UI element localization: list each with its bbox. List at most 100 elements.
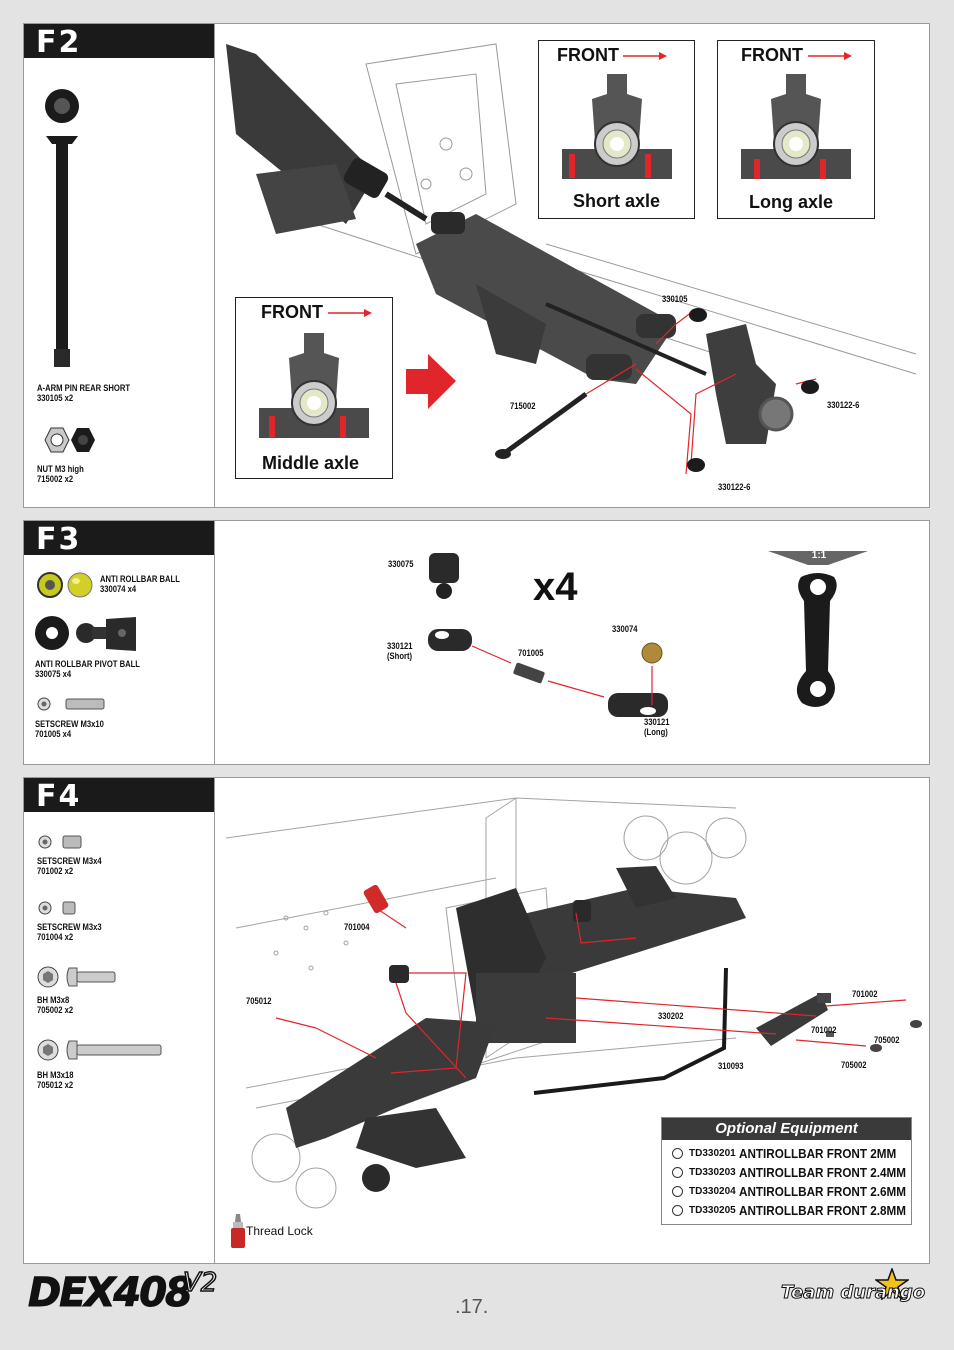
f2-part-1-name: A-ARM PIN REAR SHORT xyxy=(37,383,131,393)
f4-part-3-name: BH M3x8 xyxy=(37,995,70,1005)
f2-parts-sidebar: F2 A-ARM PIN REAR SHORT 330105 x2 NUT M3… xyxy=(24,24,215,507)
f4-part-4-qty: 705012 x2 xyxy=(37,1080,74,1090)
f3-step-title: F3 xyxy=(36,522,82,557)
optional-equipment-title: Optional Equipment xyxy=(662,1118,911,1140)
f3-step-header: F3 xyxy=(24,521,214,557)
thread-lock-label: Thread Lock xyxy=(246,1224,313,1238)
f4-callout-705002-a: 705002 xyxy=(874,1035,900,1045)
bh-m3x8-icon xyxy=(37,966,116,988)
f4-callout-705012: 705012 xyxy=(246,996,272,1006)
f3-part-2-name: ANTI ROLLBAR PIVOT BALL xyxy=(35,659,140,669)
f4-parts-sidebar: F4 SETSCREW M3x4 701002 x2 SETSCREW M3x3… xyxy=(24,778,215,1263)
logo-model-text: DEX408 xyxy=(28,1270,194,1317)
inset-short-front-label: FRONT xyxy=(557,45,619,65)
optional-item-name: ANTIROLLBAR FRONT 2.8MM xyxy=(739,1203,907,1219)
anti-rollbar-pivot-ball-icon xyxy=(35,616,136,651)
f4-callout-705002-b: 705002 xyxy=(841,1060,867,1070)
f2-part-2-name: NUT M3 high xyxy=(37,464,84,474)
f4-part-2-name: SETSCREW M3x3 xyxy=(37,922,102,932)
checkbox-circle-icon[interactable] xyxy=(672,1148,683,1160)
f4-callout-310093: 310093 xyxy=(718,1061,744,1071)
checkbox-circle-icon[interactable] xyxy=(672,1167,683,1179)
f3-callout-330074: 330074 xyxy=(612,624,638,634)
checkbox-circle-icon[interactable] xyxy=(672,1205,683,1217)
inset-middle-front-label: FRONT xyxy=(261,302,323,322)
inset-middle-axle: FRONT Middle axle xyxy=(235,297,393,479)
hub-carrier-illustration xyxy=(259,333,369,438)
step-f3-panel: F3 ANTI ROLLBAR BALL 330074 x4 ANTI ROLL… xyxy=(23,520,930,765)
f3-callout-330121-short: 330121 xyxy=(387,641,413,651)
inset-long-axle: FRONT Long axle xyxy=(717,40,875,219)
logo-version-text: V2 xyxy=(182,1267,218,1299)
f3-part-1-qty: 330074 x4 xyxy=(100,584,137,594)
f4-callout-330202: 330202 xyxy=(658,1011,684,1021)
f4-part-4-name: BH M3x18 xyxy=(37,1070,74,1080)
inset-middle-caption: Middle axle xyxy=(262,453,360,473)
f2-part-2-qty: 715002 x2 xyxy=(37,474,74,484)
page-number: .17. xyxy=(455,1296,489,1318)
inset-long-front-label: FRONT xyxy=(741,45,803,65)
f2-callout-330122-6-a: 330122-6 xyxy=(827,400,860,410)
f3-callout-330075: 330075 xyxy=(388,559,414,569)
optional-item-code: TD330203 xyxy=(689,1167,736,1179)
optional-item-code: TD330205 xyxy=(689,1205,736,1217)
f3-callout-short: (Short) xyxy=(387,651,413,661)
f3-assembly-illustration xyxy=(428,551,868,717)
thread-lock-icon xyxy=(231,1214,245,1248)
f4-step-header: F4 xyxy=(24,778,214,814)
front-arrow-icon xyxy=(328,309,372,317)
multiplier-label: x4 xyxy=(533,565,578,609)
f2-callout-330122-6-b: 330122-6 xyxy=(718,482,751,492)
f2-assembly-illustration xyxy=(226,43,917,475)
bh-m3x18-icon xyxy=(37,1039,162,1061)
brand-logo-text: Team durango xyxy=(781,1282,926,1303)
setscrew-m3x10-icon xyxy=(37,697,105,711)
anti-rollbar-ball-icon xyxy=(37,572,93,598)
f4-part-3-qty: 705002 x2 xyxy=(37,1005,74,1015)
f3-callout-330121-long: 330121 xyxy=(644,717,670,727)
inset-long-caption: Long axle xyxy=(749,192,834,212)
f4-part-2-qty: 701004 x2 xyxy=(37,932,74,942)
f2-step-header: F2 xyxy=(24,24,214,60)
team-durango-logo: Team durango xyxy=(775,1268,935,1328)
optional-item-name: ANTIROLLBAR FRONT 2.4MM xyxy=(739,1165,907,1181)
front-arrow-icon xyxy=(808,52,852,60)
f2-step-title: F2 xyxy=(36,25,82,60)
f4-callout-701002-b: 701002 xyxy=(811,1025,837,1035)
front-arrow-icon xyxy=(623,52,667,60)
f3-parts-sidebar: F3 ANTI ROLLBAR BALL 330074 x4 ANTI ROLL… xyxy=(24,521,215,764)
hub-carrier-illustration xyxy=(741,74,851,179)
f3-callout-long: (Long) xyxy=(644,727,668,737)
scale-label: 1:1 xyxy=(811,550,827,561)
f2-part-1-qty: 330105 x2 xyxy=(37,393,74,403)
f3-part-1-name: ANTI ROLLBAR BALL xyxy=(100,574,180,584)
optional-item-name: ANTIROLLBAR FRONT 2MM xyxy=(739,1146,897,1162)
setscrew-m3x3-icon xyxy=(38,901,76,915)
f3-part-3-qty: 701005 x4 xyxy=(35,729,72,739)
setscrew-m3x4-icon xyxy=(38,835,82,849)
f4-assembly-illustration xyxy=(225,797,922,1209)
star-icon xyxy=(875,1268,909,1300)
checkbox-circle-icon[interactable] xyxy=(672,1186,683,1198)
f4-part-1-qty: 701002 x2 xyxy=(37,866,74,876)
nut-icon xyxy=(44,427,95,453)
hub-carrier-illustration xyxy=(562,74,672,179)
f4-part-1-name: SETSCREW M3x4 xyxy=(37,856,102,866)
f4-step-title: F4 xyxy=(36,779,82,814)
f2-callout-715002: 715002 xyxy=(510,401,536,411)
optional-item-code: TD330204 xyxy=(689,1186,736,1198)
f3-callout-701005: 701005 xyxy=(518,648,544,658)
f3-part-2-qty: 330075 x4 xyxy=(35,669,72,679)
f2-callout-330105: 330105 xyxy=(662,294,688,304)
inset-short-caption: Short axle xyxy=(573,191,661,211)
step-f2-panel: F2 A-ARM PIN REAR SHORT 330105 x2 NUT M3… xyxy=(23,23,930,508)
inset-short-axle: FRONT Short axle xyxy=(538,40,695,219)
f4-callout-701004: 701004 xyxy=(344,922,370,932)
optional-item-name: ANTIROLLBAR FRONT 2.6MM xyxy=(739,1184,907,1200)
f4-callout-701002-a: 701002 xyxy=(852,989,878,999)
f3-part-3-name: SETSCREW M3x10 xyxy=(35,719,104,729)
